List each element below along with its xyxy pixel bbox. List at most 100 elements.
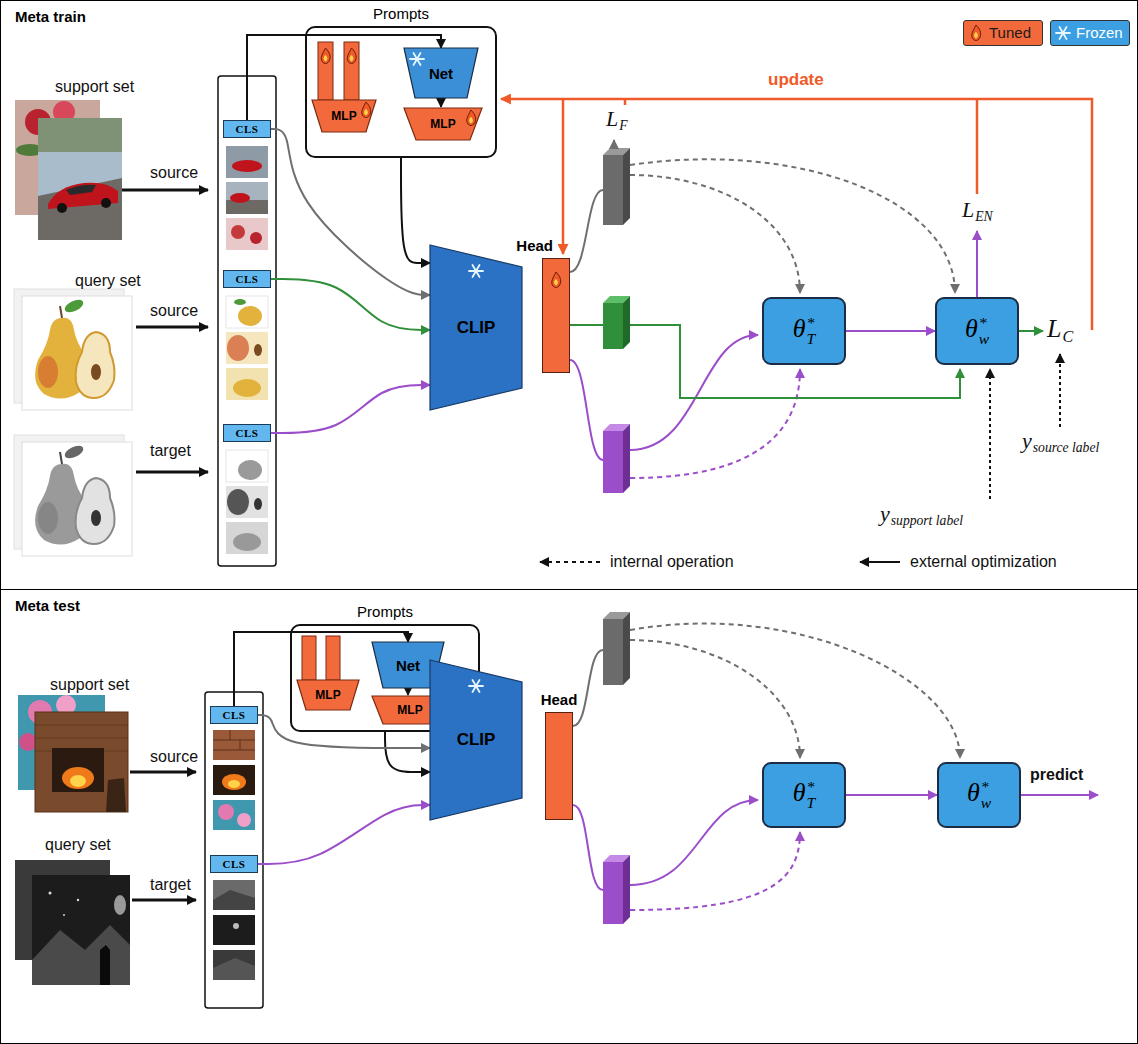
image-patch bbox=[226, 200, 268, 214]
query-photo bbox=[63, 297, 85, 315]
flow-line bbox=[1059, 354, 1061, 427]
legend-text: Tuned bbox=[989, 24, 1031, 41]
image-patch bbox=[226, 450, 268, 482]
prompt-token bbox=[347, 48, 356, 64]
parameter-symbol: * bbox=[981, 779, 991, 795]
prompt-token bbox=[350, 55, 354, 62]
feature-block bbox=[623, 148, 630, 225]
image-patch bbox=[213, 730, 255, 750]
support-photo bbox=[18, 695, 128, 812]
flow-line bbox=[630, 640, 800, 758]
parameter-symbol: *w bbox=[979, 315, 989, 346]
image-patch bbox=[233, 533, 261, 551]
loss-symbol: F bbox=[619, 118, 627, 133]
cls-token: CLS bbox=[210, 855, 258, 873]
parameter-symbol: * bbox=[807, 315, 816, 331]
prompt-group: MLPNetMLPPrompts bbox=[305, 26, 497, 158]
clip-encoder: CLIP bbox=[430, 245, 522, 410]
flow-line bbox=[630, 624, 960, 758]
feature-line bbox=[570, 190, 603, 272]
connector bbox=[846, 330, 935, 332]
tuned-icon bbox=[554, 279, 558, 286]
image-patch bbox=[250, 232, 262, 244]
domain-label: source bbox=[150, 302, 198, 320]
parameter-symbol: T bbox=[807, 795, 816, 811]
image-patch bbox=[254, 344, 262, 356]
flow-line bbox=[1019, 330, 1043, 332]
image-patch bbox=[226, 332, 268, 364]
update-line bbox=[501, 99, 1092, 330]
legend-line-sample bbox=[856, 552, 902, 572]
token-column bbox=[205, 692, 263, 1008]
encoder-label: CLIP bbox=[457, 730, 496, 750]
flow-line bbox=[630, 159, 955, 293]
head-layer: Head bbox=[542, 258, 570, 373]
update-line bbox=[562, 99, 565, 254]
tuned-icon bbox=[362, 102, 371, 118]
head-layer-shape bbox=[542, 258, 570, 373]
flow-line bbox=[630, 335, 758, 450]
tuned-icon bbox=[364, 109, 368, 116]
prompt-token bbox=[347, 48, 356, 64]
feature-line bbox=[573, 805, 603, 890]
support-photo bbox=[15, 100, 122, 240]
mlp-block-shape bbox=[312, 100, 376, 132]
image-patch bbox=[238, 460, 262, 480]
input-arrow bbox=[130, 771, 196, 774]
parameter-symbol: T bbox=[807, 331, 816, 347]
cls-token: CLS bbox=[223, 424, 271, 442]
image-patch bbox=[238, 306, 262, 326]
support-photo bbox=[101, 198, 111, 208]
target-photo bbox=[76, 478, 115, 544]
flow-line bbox=[630, 369, 800, 478]
image-patch bbox=[226, 486, 268, 518]
image-patch bbox=[226, 218, 268, 250]
set-label: support set bbox=[55, 78, 134, 96]
label-symbol: ysupport label bbox=[880, 503, 963, 528]
set-label: query set bbox=[45, 836, 111, 854]
clip-encoder-shape bbox=[430, 660, 522, 820]
panel: MLPNetMLPPromptsCLSCLSCLSCLIPHeadθ*Tθ*wM… bbox=[0, 0, 1138, 590]
token-column bbox=[205, 76, 276, 1008]
block-label: MLP bbox=[430, 117, 455, 131]
flow-line bbox=[630, 800, 758, 885]
legend-text: external optimization bbox=[910, 553, 1057, 571]
loss-symbol: L bbox=[962, 197, 974, 222]
head-layer: Head bbox=[545, 712, 573, 820]
prompt-token bbox=[302, 636, 316, 680]
feature-line bbox=[573, 650, 603, 726]
legend-line-sample bbox=[536, 552, 602, 572]
token-label: CLS bbox=[236, 274, 259, 285]
feature-line bbox=[570, 190, 603, 890]
mlp-block-shape bbox=[404, 108, 482, 140]
image-patch bbox=[226, 182, 268, 214]
set-label: support set bbox=[50, 676, 129, 694]
frozen-icon bbox=[414, 53, 421, 65]
target-photo bbox=[38, 502, 58, 534]
image-patch bbox=[237, 813, 251, 827]
frozen-icon bbox=[473, 265, 480, 277]
flow-line bbox=[989, 369, 991, 499]
mlp-block: MLP bbox=[404, 108, 482, 140]
net-block: Net bbox=[404, 48, 478, 98]
tuned-icon bbox=[467, 110, 476, 126]
connectors bbox=[234, 35, 937, 864]
support-photo bbox=[38, 118, 122, 152]
image-patch bbox=[213, 915, 255, 945]
feature-block bbox=[623, 612, 630, 685]
query-photo bbox=[63, 914, 65, 916]
query-photo bbox=[49, 892, 52, 895]
frozen-icon bbox=[473, 680, 480, 692]
feature-block bbox=[623, 296, 630, 349]
label-symbol: ysource label bbox=[1022, 430, 1099, 455]
feature-line bbox=[570, 360, 603, 460]
block-label: MLP bbox=[315, 688, 340, 702]
update-line bbox=[501, 99, 1092, 330]
support-photo bbox=[106, 778, 126, 812]
feature-block bbox=[603, 148, 630, 924]
query-photo bbox=[38, 356, 58, 388]
parameter-symbol: * bbox=[807, 779, 816, 795]
feature-block bbox=[603, 431, 623, 493]
block-label: Net bbox=[396, 657, 420, 674]
input-arrow bbox=[136, 326, 208, 329]
